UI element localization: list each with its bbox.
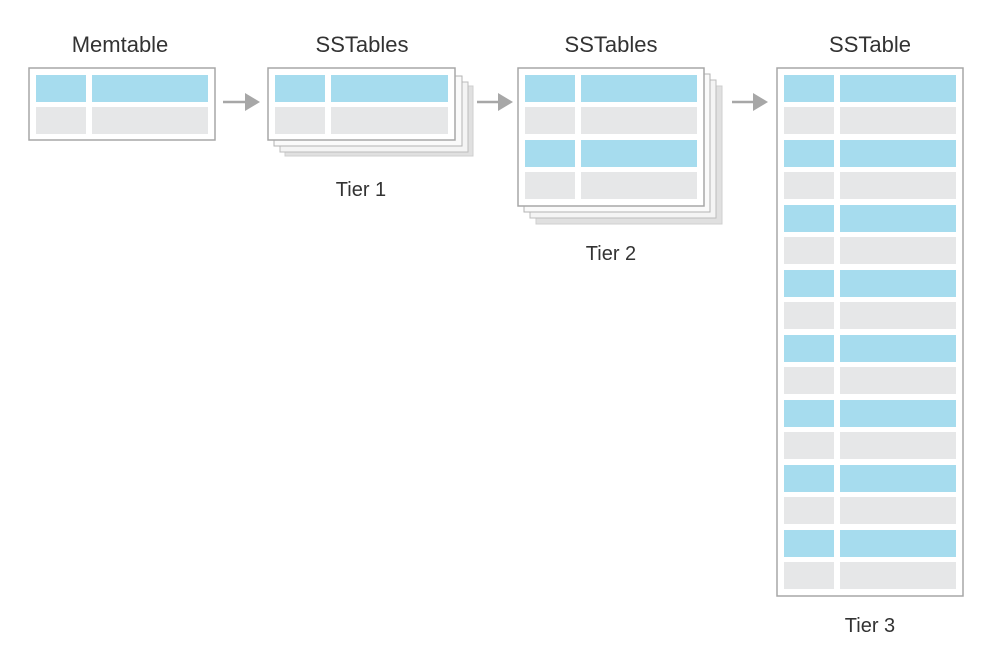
sstable-row	[784, 367, 956, 394]
value-cell	[581, 75, 697, 102]
tier2-caption: Tier 2	[586, 243, 636, 265]
tier1-heading: SSTables	[316, 32, 409, 57]
key-cell	[784, 270, 834, 297]
memtable-row	[36, 107, 208, 134]
sstable-row	[784, 75, 956, 102]
sstable-row	[784, 530, 956, 557]
key-cell	[784, 432, 834, 459]
value-cell	[92, 75, 208, 102]
key-cell	[525, 140, 575, 167]
value-cell	[840, 172, 956, 199]
sstable-row	[784, 107, 956, 134]
key-cell	[784, 497, 834, 524]
value-cell	[581, 172, 697, 199]
value-cell	[331, 107, 448, 134]
value-cell	[840, 530, 956, 557]
tier1-caption: Tier 1	[336, 179, 386, 201]
sstable-row	[525, 107, 697, 134]
sstable-row	[784, 270, 956, 297]
value-cell	[840, 335, 956, 362]
key-cell	[784, 237, 834, 264]
sstable-row	[784, 497, 956, 524]
tier2-sstable-stack	[517, 67, 723, 225]
sstable-row	[784, 465, 956, 492]
sstable-row	[525, 172, 697, 199]
value-cell	[840, 367, 956, 394]
sstable-row	[784, 205, 956, 232]
key-cell	[784, 172, 834, 199]
sstable-row	[784, 400, 956, 427]
sstable-row	[784, 140, 956, 167]
value-cell	[840, 400, 956, 427]
memtable	[28, 67, 216, 141]
value-cell	[840, 270, 956, 297]
sstable-row	[784, 237, 956, 264]
key-cell	[525, 75, 575, 102]
key-cell	[784, 530, 834, 557]
key-cell	[525, 107, 575, 134]
sstable-row	[784, 302, 956, 329]
key-cell	[36, 107, 86, 134]
sstable-row	[784, 432, 956, 459]
tier2-heading: SSTables	[565, 32, 658, 57]
value-cell	[840, 465, 956, 492]
value-cell	[840, 75, 956, 102]
key-cell	[784, 335, 834, 362]
key-cell	[784, 140, 834, 167]
sstable-row	[275, 75, 448, 102]
right-arrow-icon	[732, 93, 768, 111]
key-cell	[784, 205, 834, 232]
key-cell	[784, 75, 834, 102]
value-cell	[840, 302, 956, 329]
key-cell	[275, 75, 325, 102]
key-cell	[36, 75, 86, 102]
tier3-heading: SSTable	[829, 32, 911, 57]
memtable-row	[36, 75, 208, 102]
key-cell	[784, 107, 834, 134]
tier1-sstable-stack	[267, 67, 474, 157]
value-cell	[840, 237, 956, 264]
key-cell	[784, 367, 834, 394]
value-cell	[92, 107, 208, 134]
value-cell	[840, 497, 956, 524]
key-cell	[784, 400, 834, 427]
value-cell	[581, 140, 697, 167]
sstable-row	[525, 140, 697, 167]
key-cell	[784, 302, 834, 329]
right-arrow-icon	[223, 93, 260, 111]
sstable-row	[275, 107, 448, 134]
value-cell	[331, 75, 448, 102]
key-cell	[525, 172, 575, 199]
memtable-heading: Memtable	[72, 32, 169, 57]
value-cell	[840, 205, 956, 232]
right-arrow-icon	[477, 93, 513, 111]
key-cell	[784, 465, 834, 492]
key-cell	[784, 562, 834, 589]
tier3-caption: Tier 3	[845, 615, 895, 637]
key-cell	[275, 107, 325, 134]
value-cell	[840, 432, 956, 459]
value-cell	[840, 562, 956, 589]
sstable-row	[784, 172, 956, 199]
tier3-sstable	[776, 67, 964, 597]
value-cell	[581, 107, 697, 134]
value-cell	[840, 140, 956, 167]
sstable-row	[784, 562, 956, 589]
value-cell	[840, 107, 956, 134]
sstable-row	[525, 75, 697, 102]
sstable-row	[784, 335, 956, 362]
